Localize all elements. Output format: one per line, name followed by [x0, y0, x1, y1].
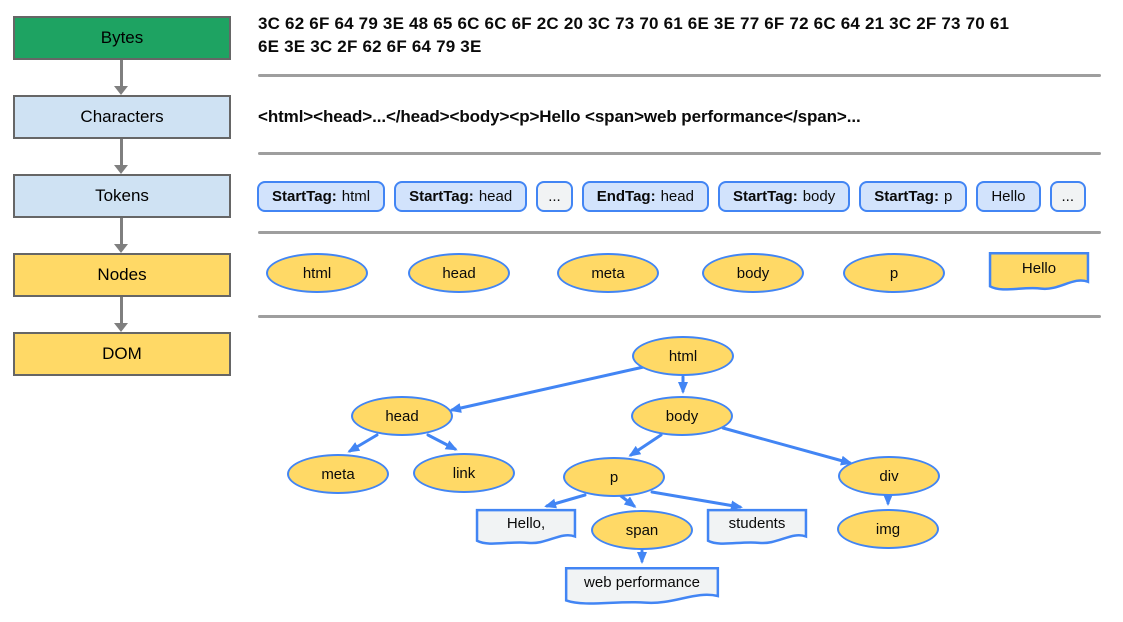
wavy-box-shape	[563, 566, 721, 606]
stage-label-nodes: Nodes	[97, 265, 147, 284]
wavy-box-shape	[706, 508, 808, 546]
tree-node-img: img	[837, 509, 939, 549]
token-row: StartTag:html StartTag:head ... EndTag:h…	[257, 181, 1087, 212]
row-divider	[258, 315, 1101, 318]
token-value: ...	[548, 188, 561, 205]
flow-arrow-line	[120, 218, 123, 244]
tree-text-label: Hello,	[506, 515, 546, 532]
characters-text: <html><head>...</head><body><p>Hello <sp…	[258, 107, 861, 126]
tree-textbox-hello: Hello,	[475, 508, 577, 546]
stage-box-bytes: Bytes	[13, 16, 231, 60]
tree-textbox-students: students	[706, 508, 808, 546]
tree-node-span: span	[591, 510, 693, 550]
tree-node-html: html	[632, 336, 734, 376]
node-ellipse-meta: meta	[557, 253, 659, 293]
node-ellipse-html: html	[266, 253, 368, 293]
token-prefix: StartTag:	[409, 188, 474, 205]
down-arrow-icon	[114, 86, 128, 95]
token-value: Hello	[991, 188, 1026, 205]
token-value: body	[802, 188, 836, 205]
down-arrow-icon	[114, 244, 128, 253]
down-arrow-icon	[114, 165, 128, 174]
node-text-label: Hello	[1021, 259, 1057, 277]
stage-label-bytes: Bytes	[100, 28, 144, 47]
node-textbox-hello: Hello	[988, 251, 1090, 292]
token-prefix: StartTag:	[874, 188, 939, 205]
tree-edge-p-hello	[544, 493, 587, 509]
down-arrow-icon	[114, 323, 128, 332]
token-ellipsis: ...	[1049, 181, 1087, 212]
token-ellipsis: ...	[536, 181, 573, 212]
token-starttag-head: StartTag:head	[394, 181, 528, 212]
token-starttag-body: StartTag:body	[717, 181, 851, 212]
bytes-hex-line-2: 6E 3E 3C 2F 62 6F 64 79 3E	[258, 37, 482, 56]
wavy-box-shape	[475, 508, 577, 546]
token-prefix: StartTag:	[732, 188, 798, 205]
token-value: head	[660, 188, 694, 205]
stage-box-nodes: Nodes	[13, 253, 231, 297]
stage-box-dom: DOM	[13, 332, 231, 376]
node-ellipse-body: body	[702, 253, 804, 293]
token-starttag-html: StartTag:html	[257, 181, 386, 212]
tree-node-body: body	[631, 396, 733, 436]
flow-arrow-line	[120, 60, 123, 86]
stage-label-tokens: Tokens	[95, 186, 149, 205]
node-ellipse-p: p	[843, 253, 945, 293]
tree-edge-body-p	[628, 433, 663, 457]
tree-node-head: head	[351, 396, 453, 436]
stage-label-dom: DOM	[102, 344, 142, 363]
flow-arrow-line	[120, 139, 123, 165]
tree-text-label: web performance	[584, 574, 700, 591]
token-endtag-head: EndTag:head	[581, 181, 709, 212]
tree-node-p: p	[563, 457, 665, 497]
bytes-hex-line-1: 3C 62 6F 64 79 3E 48 65 6C 6C 6F 2C 20 3…	[258, 14, 1010, 33]
tree-edge-p-students	[650, 490, 743, 511]
token-value: ...	[1061, 188, 1075, 205]
row-divider	[258, 152, 1101, 155]
tree-node-link: link	[413, 453, 515, 493]
token-value: html	[341, 188, 371, 205]
token-prefix: EndTag:	[596, 188, 656, 205]
node-ellipse-head: head	[408, 253, 510, 293]
tree-edge-head-meta	[347, 433, 379, 453]
row-divider	[258, 231, 1101, 234]
token-prefix: StartTag:	[272, 188, 337, 205]
stage-box-characters: Characters	[13, 95, 231, 139]
wavy-box-shape	[988, 251, 1090, 292]
flow-arrow-line	[120, 297, 123, 323]
token-value: p	[943, 188, 953, 205]
token-starttag-p: StartTag:p	[859, 181, 968, 212]
stage-label-characters: Characters	[80, 107, 164, 126]
tree-textbox-web-performance: web performance	[563, 566, 721, 606]
tree-text-label: students	[728, 515, 786, 532]
tree-edge-body-div	[721, 426, 853, 466]
tree-node-meta: meta	[287, 454, 389, 494]
tree-edge-html-head	[449, 364, 650, 413]
token-hello: Hello	[976, 181, 1041, 212]
row-divider	[258, 74, 1101, 77]
tree-node-div: div	[838, 456, 940, 496]
token-value: head	[478, 188, 513, 205]
tree-edge-p-span	[619, 494, 637, 508]
tree-edge-head-link	[426, 433, 458, 451]
stage-box-tokens: Tokens	[13, 174, 231, 218]
